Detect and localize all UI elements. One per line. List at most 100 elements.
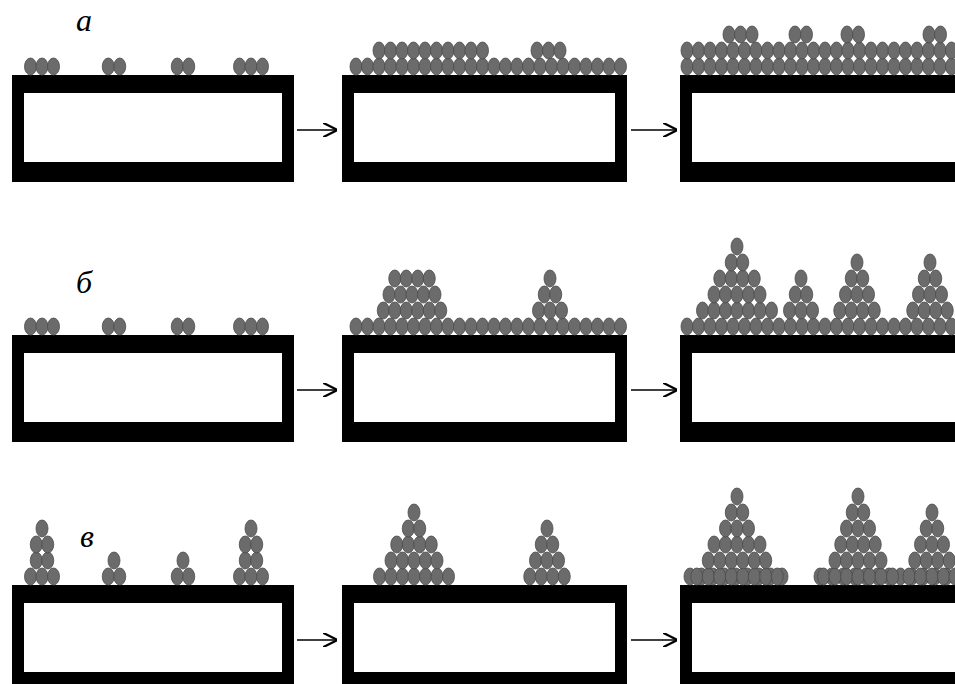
atom [748, 270, 760, 287]
atom [435, 302, 447, 319]
atom [171, 58, 183, 75]
atom [796, 42, 808, 59]
atom [603, 318, 615, 335]
atom [911, 318, 923, 335]
atom [785, 318, 797, 335]
atom [854, 318, 866, 335]
atom [911, 58, 923, 75]
atom [875, 552, 887, 569]
atom [863, 286, 875, 303]
atom [535, 536, 547, 553]
atom [708, 302, 720, 319]
atom [938, 568, 950, 585]
atom [920, 520, 932, 537]
atom [841, 520, 853, 537]
atom [400, 302, 412, 319]
atom [396, 42, 408, 59]
substrate [342, 335, 627, 442]
substrate [680, 75, 955, 182]
atom [408, 504, 420, 521]
atom [239, 552, 251, 569]
atom [926, 504, 938, 521]
atom [395, 286, 407, 303]
atom [877, 58, 889, 75]
atom [773, 58, 785, 75]
atom [535, 568, 547, 585]
atom [750, 58, 762, 75]
atom [888, 42, 900, 59]
atom [854, 42, 866, 59]
atom [852, 520, 864, 537]
atom [949, 568, 955, 585]
atom [251, 536, 263, 553]
step-arrow [297, 129, 336, 131]
atom [714, 270, 726, 287]
atom [924, 254, 936, 271]
atom [538, 286, 550, 303]
atom [907, 302, 919, 319]
substrate [342, 75, 627, 182]
atom [725, 568, 737, 585]
atom [875, 568, 887, 585]
atom [771, 568, 783, 585]
atom [425, 536, 437, 553]
atom [385, 42, 397, 59]
atom [412, 270, 424, 287]
atom [442, 318, 454, 335]
atom [946, 42, 955, 59]
atom [544, 270, 556, 287]
atom [373, 58, 385, 75]
atom [766, 302, 778, 319]
atom [762, 318, 774, 335]
row-letter: б [76, 266, 92, 298]
atom [754, 302, 766, 319]
atom [102, 568, 114, 585]
atom [946, 58, 955, 75]
atom [681, 318, 693, 335]
atom [397, 568, 409, 585]
atom [725, 254, 737, 271]
atom [391, 536, 403, 553]
atom [397, 552, 409, 569]
atom [831, 318, 843, 335]
atom [234, 318, 246, 335]
atom [442, 42, 454, 59]
atom [714, 568, 726, 585]
atom [841, 26, 853, 43]
atom [408, 552, 420, 569]
substrate [342, 585, 627, 684]
atom [406, 286, 418, 303]
atom [795, 302, 807, 319]
atom [500, 318, 512, 335]
atom [431, 58, 443, 75]
atom [743, 520, 755, 537]
atom [543, 42, 555, 59]
atom [934, 42, 946, 59]
atom [541, 520, 553, 537]
atom [389, 302, 401, 319]
atom [48, 58, 60, 75]
atom [402, 520, 414, 537]
atom [36, 568, 48, 585]
atom [42, 552, 54, 569]
atom [865, 318, 877, 335]
atom [903, 568, 915, 585]
atom [784, 302, 796, 319]
row-letter: а [76, 4, 92, 36]
atom [350, 318, 362, 335]
atom [42, 536, 54, 553]
substrate-inner [24, 353, 282, 422]
atom [911, 42, 923, 59]
atom [383, 286, 395, 303]
atom [834, 302, 846, 319]
atom [402, 536, 414, 553]
atom [350, 58, 362, 75]
atom [720, 520, 732, 537]
atom [725, 552, 737, 569]
atom [739, 318, 751, 335]
atom [488, 58, 500, 75]
atom [693, 318, 705, 335]
atom [727, 42, 739, 59]
atom [737, 568, 749, 585]
atom [864, 552, 876, 569]
